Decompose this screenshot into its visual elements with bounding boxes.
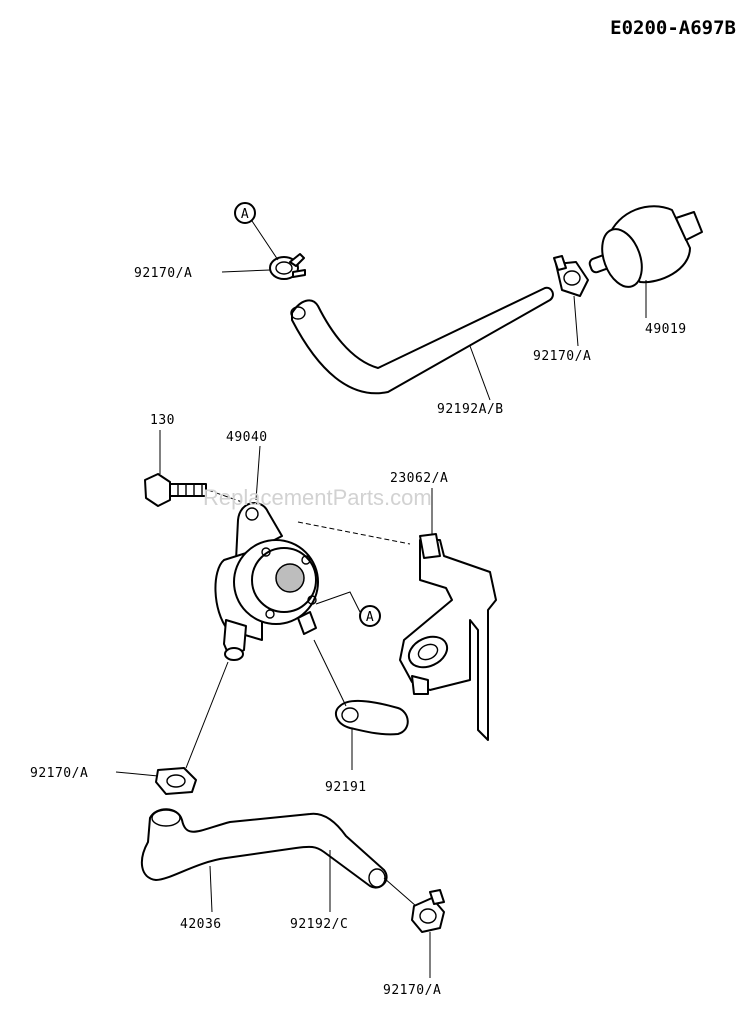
- label-fuel-pump: 49040: [226, 430, 268, 445]
- fuel-filter[interactable]: [588, 205, 703, 292]
- label-bolt: 130: [150, 413, 175, 428]
- hose-clamp-top-right[interactable]: [553, 255, 589, 297]
- hose-clamp-mid-left[interactable]: [155, 767, 197, 795]
- callout-a-top: A: [234, 202, 279, 261]
- fuel-hose-upper[interactable]: [290, 286, 554, 395]
- label-clamp-top-left: 92170/A: [134, 266, 192, 281]
- diagram-code: E0200-A697B: [610, 17, 736, 39]
- callout-a-mid: A: [315, 591, 381, 627]
- bracket[interactable]: [399, 533, 497, 741]
- leader-lines: [115, 269, 647, 978]
- fuel-pump[interactable]: [214, 502, 319, 661]
- label-clamp-mid-left: 92170/A: [30, 766, 88, 781]
- label-clamp-bottom: 92170/A: [383, 983, 441, 998]
- label-hose-top: 92192A/B: [437, 402, 504, 417]
- label-hose-bottom-right: 92192/C: [290, 917, 348, 932]
- label-hose-bottom-left: 42036: [180, 917, 222, 932]
- label-clamp-top-right: 92170/A: [533, 349, 591, 364]
- label-hose-short: 92191: [325, 780, 367, 795]
- label-bracket: 23062/A: [390, 471, 448, 486]
- fuel-hose-lower[interactable]: [140, 808, 388, 889]
- fuel-hose-short[interactable]: [334, 700, 409, 736]
- hose-clamp-bottom[interactable]: [411, 889, 445, 933]
- label-fuel-filter: 49019: [645, 322, 687, 337]
- watermark: ReplacementParts.com: [203, 485, 432, 510]
- hose-clamp-top-left[interactable]: [269, 253, 306, 280]
- callout-a-mid-text: A: [366, 610, 374, 625]
- bolt[interactable]: [144, 473, 207, 507]
- callout-a-top-text: A: [241, 207, 249, 222]
